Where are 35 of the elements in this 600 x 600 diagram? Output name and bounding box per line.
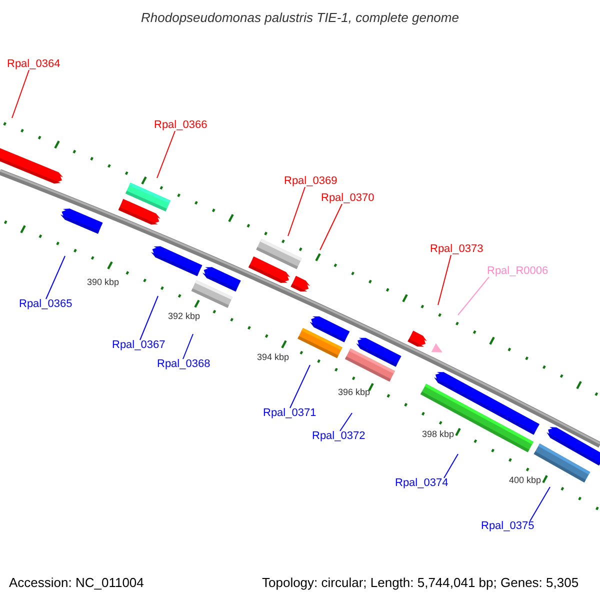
scale-label: 396 kbp: [338, 388, 370, 397]
gene-label: Rpal_0366: [154, 120, 208, 131]
leader-line: [530, 486, 550, 522]
map-title: Rhodopseudomonas palustris TIE-1, complete genome: [140, 11, 460, 24]
gene-label: Rpal_0367: [112, 340, 166, 351]
leader-line: [458, 276, 490, 316]
scale-label: 394 kbp: [257, 353, 290, 362]
gene-label: Rpal_0370: [321, 193, 374, 204]
gene-label: Rpal_0369: [284, 176, 338, 187]
scale-label: 398 kbp: [422, 430, 454, 439]
leader-line: [320, 204, 342, 250]
leader-line: [444, 454, 458, 478]
leader-line: [182, 334, 194, 360]
leader-line: [12, 70, 30, 118]
gene-label: Rpal_0364: [7, 59, 60, 70]
leader-line: [156, 130, 176, 178]
leader-line: [438, 254, 452, 306]
gene-label: Rpal_0372: [312, 431, 366, 442]
gene-label: Rpal_0373: [430, 244, 484, 255]
leader-line: [46, 256, 66, 300]
gene-label: Rpal_R0006: [487, 266, 548, 277]
gene-label: Rpal_0368: [157, 359, 210, 370]
gene-label: Rpal_0365: [19, 299, 72, 310]
leader-line: [290, 364, 310, 408]
accession-text: Accession: NC_011004: [9, 576, 144, 589]
scale-label: 390 kbp: [87, 278, 120, 287]
leader-line: [140, 296, 158, 340]
scale-label: 400 kbp: [509, 476, 542, 485]
leader-line: [340, 412, 352, 432]
gene-label: Rpal_0374: [395, 478, 448, 489]
gene-label: Rpal_0375: [481, 521, 534, 532]
gene-label: Rpal_0371: [263, 408, 316, 419]
scale-label: 392 kbp: [168, 312, 200, 321]
leader-line: [288, 186, 306, 236]
genome-stats-text: Topology: circular; Length: 5,744,041 bp; Genes: 5,305: [262, 576, 579, 589]
